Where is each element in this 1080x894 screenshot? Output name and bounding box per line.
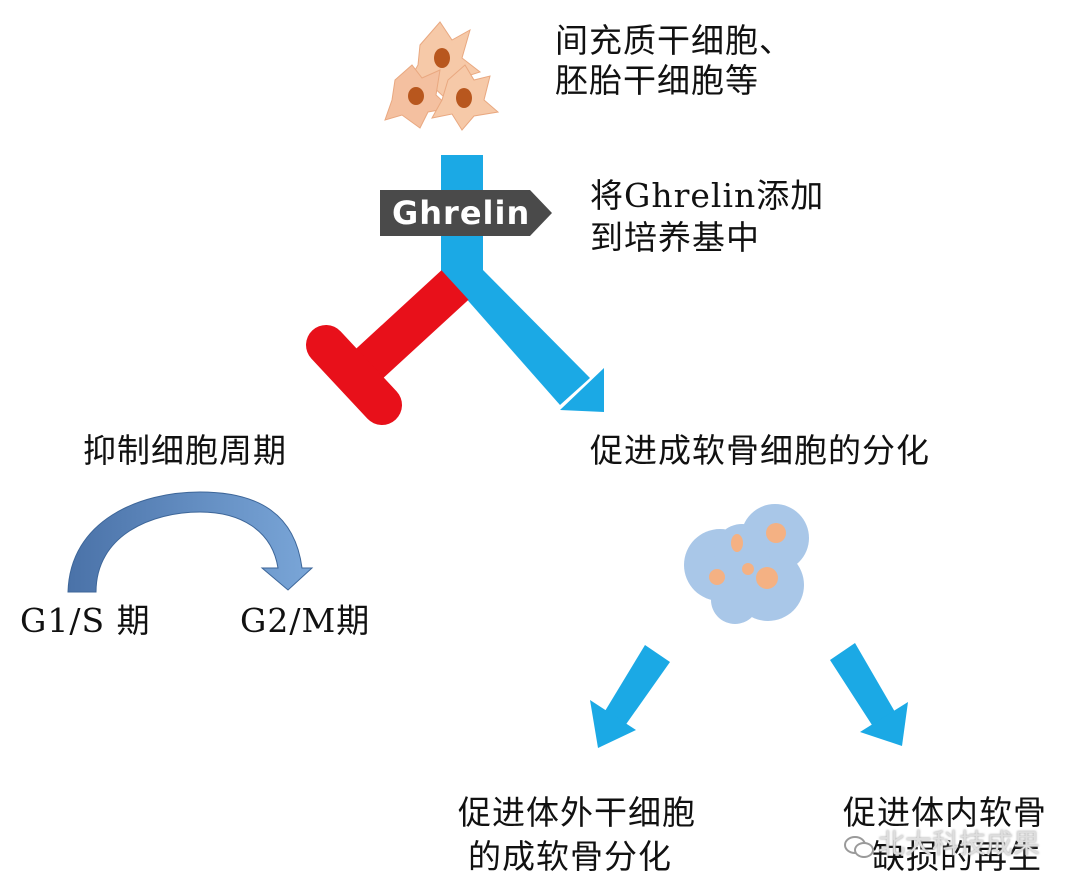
outcome-right-line2: 缺损的再生: [872, 837, 1042, 876]
outcome-left-line1: 促进体外干细胞: [458, 793, 696, 832]
cell-cycle-arrow: [67, 491, 314, 593]
inhibit-arrow: [306, 270, 469, 425]
wechat-icon: [844, 834, 874, 858]
phase-to-label: G2/M期: [240, 601, 371, 640]
outcome-right-arrow: [830, 643, 908, 746]
treatment-label-line2: 到培养基中: [590, 218, 760, 257]
source-cells-label-line2: 胚胎干细胞等: [555, 61, 759, 100]
stem-cell-3: [431, 64, 500, 131]
outcome-right-line1: 促进体内软骨: [843, 793, 1047, 832]
ghrelin-tag: [380, 190, 552, 236]
source-cells-label-line1: 间充质干细胞、: [555, 21, 793, 60]
watermark-text: 北大科技成果: [878, 829, 1040, 860]
promote-label: 促进成软骨细胞的分化: [590, 431, 930, 470]
outcome-left-line2: 的成软骨分化: [468, 837, 672, 876]
stem-cells-illustration: [384, 21, 500, 131]
inhibit-label: 抑制细胞周期: [83, 431, 287, 470]
outcome-left-arrow: [590, 645, 670, 748]
ghrelin-tag-text: Ghrelin: [392, 194, 531, 232]
chondrocyte-cluster: [684, 504, 809, 624]
phase-from-label: G1/S 期: [20, 601, 151, 640]
watermark: 北大科技成果: [844, 822, 1040, 861]
treatment-label-line1: 将Ghrelin添加: [590, 176, 825, 215]
